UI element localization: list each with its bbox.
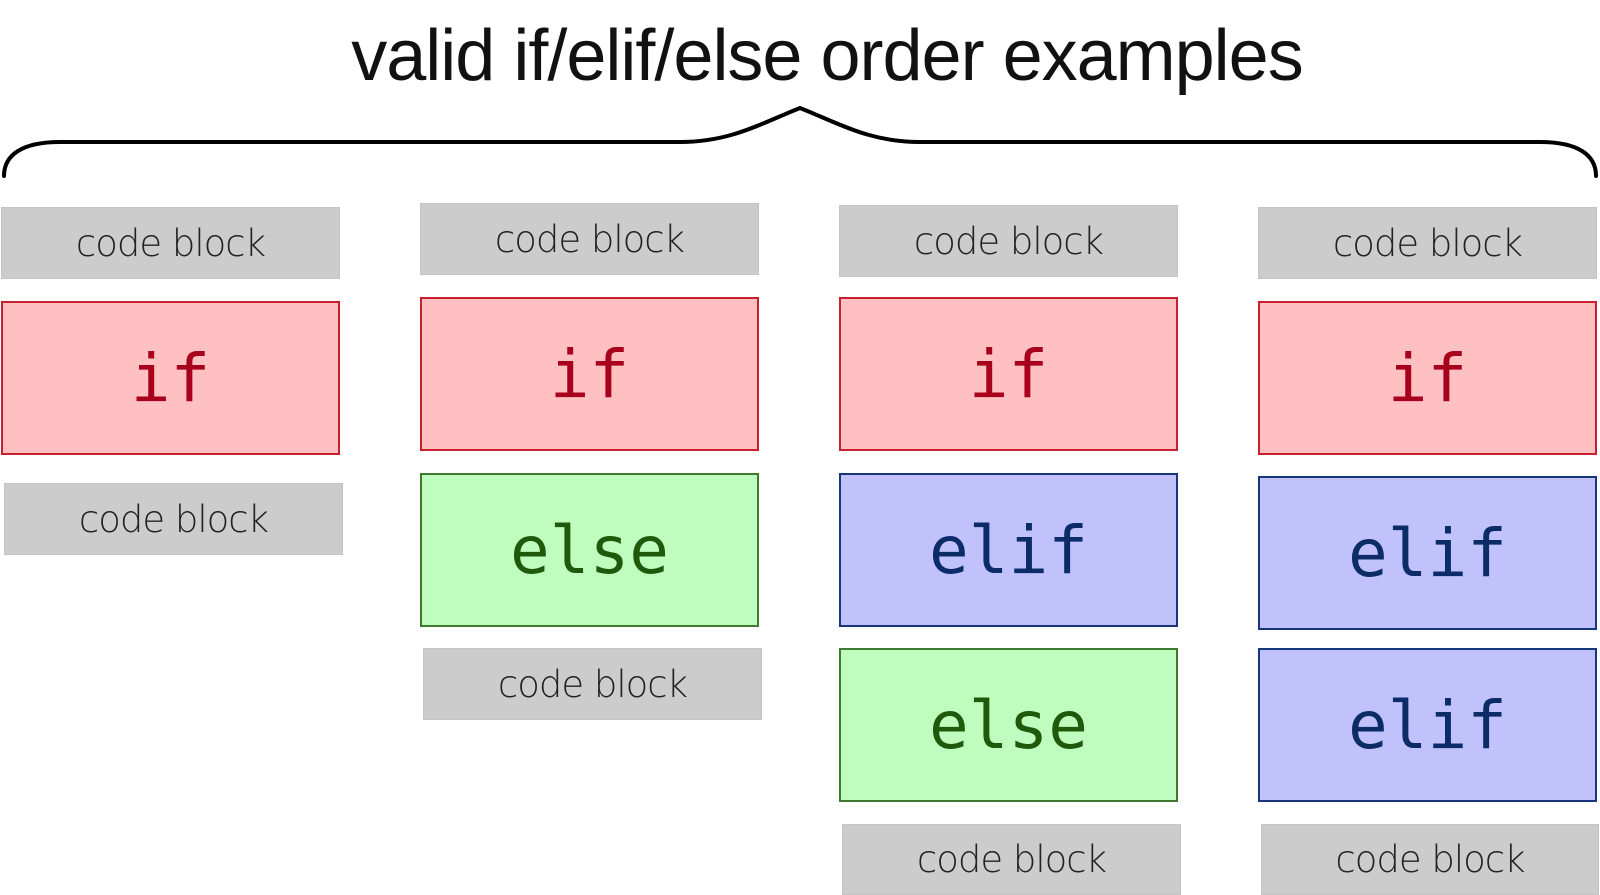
if-block: if	[1, 301, 340, 455]
else-block: else	[839, 648, 1178, 802]
curly-brace-icon	[2, 106, 1598, 178]
elif-block: elif	[839, 473, 1178, 627]
if-block: if	[839, 297, 1178, 451]
if-block: if	[420, 297, 759, 451]
code-block: code block	[4, 483, 343, 555]
code-block: code block	[1258, 207, 1597, 279]
diagram-title: valid if/elif/else order examples	[351, 16, 1303, 96]
code-block: code block	[842, 824, 1181, 895]
else-block: else	[420, 473, 759, 627]
code-block: code block	[1, 207, 340, 279]
code-block: code block	[839, 205, 1178, 277]
if-block: if	[1258, 301, 1597, 455]
code-block: code block	[423, 648, 762, 720]
code-block: code block	[1261, 824, 1599, 895]
code-block: code block	[420, 203, 759, 275]
elif-block: elif	[1258, 648, 1597, 802]
elif-block: elif	[1258, 476, 1597, 630]
